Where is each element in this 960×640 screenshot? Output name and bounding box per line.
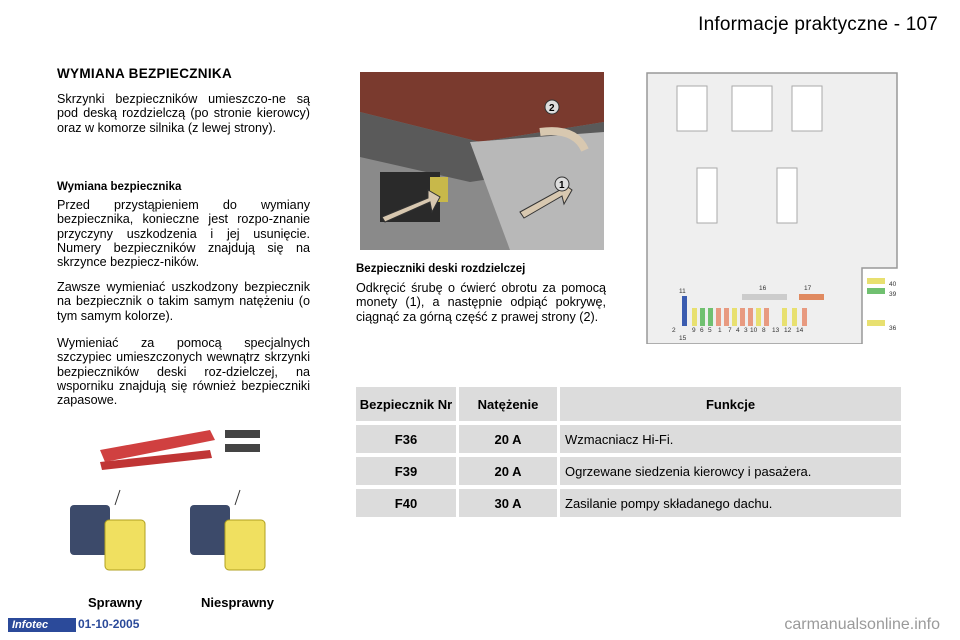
cell-nr: F36: [356, 425, 456, 453]
table-row: F40 30 A Zasilanie pompy składanego dach…: [356, 489, 901, 517]
paragraph-3: Wymieniać za pomocą specjalnych szczypie…: [57, 336, 310, 408]
header-func: Funkcje: [560, 387, 901, 421]
cell-amp: 20 A: [459, 457, 557, 485]
label-40: 40: [889, 281, 897, 288]
cell-func: Ogrzewane siedzenia kierowcy i pasażera.: [560, 457, 901, 485]
label-7: 7: [728, 327, 732, 334]
cell-func: Wzmacniacz Hi-Fi.: [560, 425, 901, 453]
label-2: 2: [672, 327, 676, 334]
callout-1: 1: [559, 180, 565, 191]
callout-2: 2: [549, 103, 555, 114]
caption-good: Sprawny: [88, 595, 143, 610]
dashboard-photo: 1 2: [360, 72, 604, 250]
section-title: WYMIANA BEZPIECZNIKA: [57, 66, 232, 81]
cell-nr: F40: [356, 489, 456, 517]
label-13: 13: [772, 327, 780, 334]
label-15: 15: [679, 335, 687, 342]
paragraph-1: Przed przystąpieniem do wymiany bezpiecz…: [57, 198, 310, 270]
infotec-logo: Infotec: [8, 618, 76, 632]
cell-func: Zasilanie pompy składanego dachu.: [560, 489, 901, 517]
dashboard-title: Bezpieczniki deski rozdzielczej: [356, 263, 526, 275]
watermark: carmanualsonline.info: [784, 616, 940, 633]
label-1: 1: [718, 327, 722, 334]
intro-text: Skrzynki bezpieczników umieszczo-ne są p…: [57, 92, 310, 135]
label-12: 12: [784, 327, 792, 334]
paragraph-2: Zawsze wymieniać uszkodzony bezpiecznik …: [57, 280, 310, 323]
label-5: 5: [708, 327, 712, 334]
table-row: F39 20 A Ogrzewane siedzenia kierowcy i …: [356, 457, 901, 485]
label-6: 6: [700, 327, 704, 334]
caption-bad: Niesprawny: [201, 595, 274, 610]
label-10: 10: [750, 327, 758, 334]
fuse-table: Bezpiecznik Nr Natężenie Funkcje F36 20 …: [353, 383, 904, 521]
header-amp: Natężenie: [459, 387, 557, 421]
dashboard-text: Odkręcić śrubę o ćwierć obrotu za pomocą…: [356, 281, 606, 324]
label-8: 8: [762, 327, 766, 334]
cell-amp: 30 A: [459, 489, 557, 517]
label-3: 3: [744, 327, 748, 334]
fuse-illustration: [70, 430, 266, 571]
label-39: 39: [889, 291, 897, 298]
label-9: 9: [692, 327, 696, 334]
table-row: F36 20 A Wzmacniacz Hi-Fi.: [356, 425, 901, 453]
fusebox-diagram: 11 16 17 15 40 39 36 2 9 6 5 1 7 4 3 10 …: [646, 72, 898, 344]
label-16: 16: [759, 285, 767, 292]
header-nr: Bezpiecznik Nr: [356, 387, 456, 421]
sub-title: Wymiana bezpiecznika: [57, 181, 182, 193]
label-11: 11: [679, 288, 686, 295]
label-4: 4: [736, 327, 740, 334]
label-14: 14: [796, 327, 804, 334]
cell-amp: 20 A: [459, 425, 557, 453]
label-36: 36: [889, 325, 897, 332]
label-17: 17: [804, 285, 812, 292]
footer-date: 01-10-2005: [78, 617, 140, 631]
cell-nr: F39: [356, 457, 456, 485]
page-header: Informacje praktyczne - 107: [698, 14, 938, 35]
table-header-row: Bezpiecznik Nr Natężenie Funkcje: [356, 387, 901, 421]
